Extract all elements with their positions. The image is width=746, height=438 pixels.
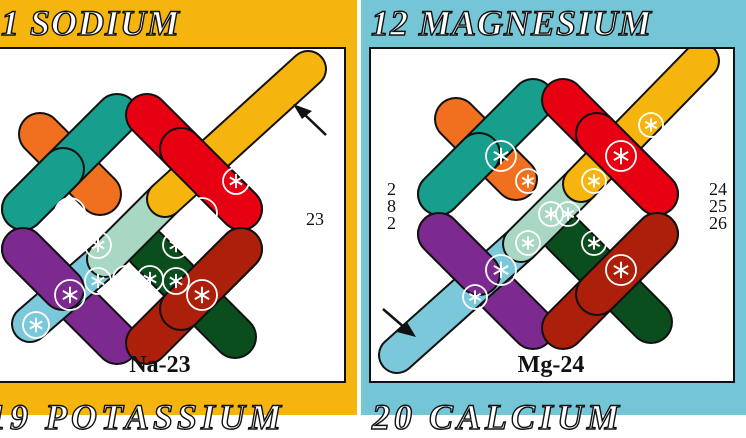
isotope-3: 26: [709, 215, 727, 232]
shell-3: 2: [387, 215, 396, 232]
sodium-diagram-box: 23 Na-23: [0, 47, 346, 383]
magnesium-diagram-box: 2 8 2 24 25 26 Mg-24: [369, 47, 735, 383]
magnesium-title: 12 MAGNESIUM: [371, 2, 652, 44]
darkred-bar-top: [181, 249, 241, 309]
magnesium-shells: 2 8 2: [387, 181, 396, 232]
calcium-title: 20 CALCIUM: [372, 396, 623, 438]
potassium-title: 19 POTASSIUM: [0, 396, 285, 438]
purple-bar-top: [439, 234, 479, 274]
teal-bar-top: [23, 169, 63, 209]
sodium-side-number: 23: [306, 211, 324, 228]
electron-icon: [113, 266, 139, 292]
magnesium-panel: 12 MAGNESIUM 2 8 2 24 25 26 Mg-24: [361, 0, 746, 392]
magnesium-isotopes: 24 25 26: [709, 181, 727, 232]
teal-bar-top: [439, 154, 479, 194]
sodium-atom-diagram: [0, 49, 344, 381]
sodium-panel: 11 SODIUM 23 Na-23: [0, 0, 357, 392]
magnesium-caption: Mg-24: [491, 352, 611, 379]
electron-icon: [55, 198, 85, 228]
arrow-icon: [293, 104, 326, 135]
magnesium-atom-diagram: [371, 49, 733, 381]
electron-icon: [187, 198, 217, 228]
purple-bar-top: [23, 249, 63, 289]
sodium-title: 11 SODIUM: [0, 2, 180, 44]
sodium-caption: Na-23: [100, 352, 220, 379]
